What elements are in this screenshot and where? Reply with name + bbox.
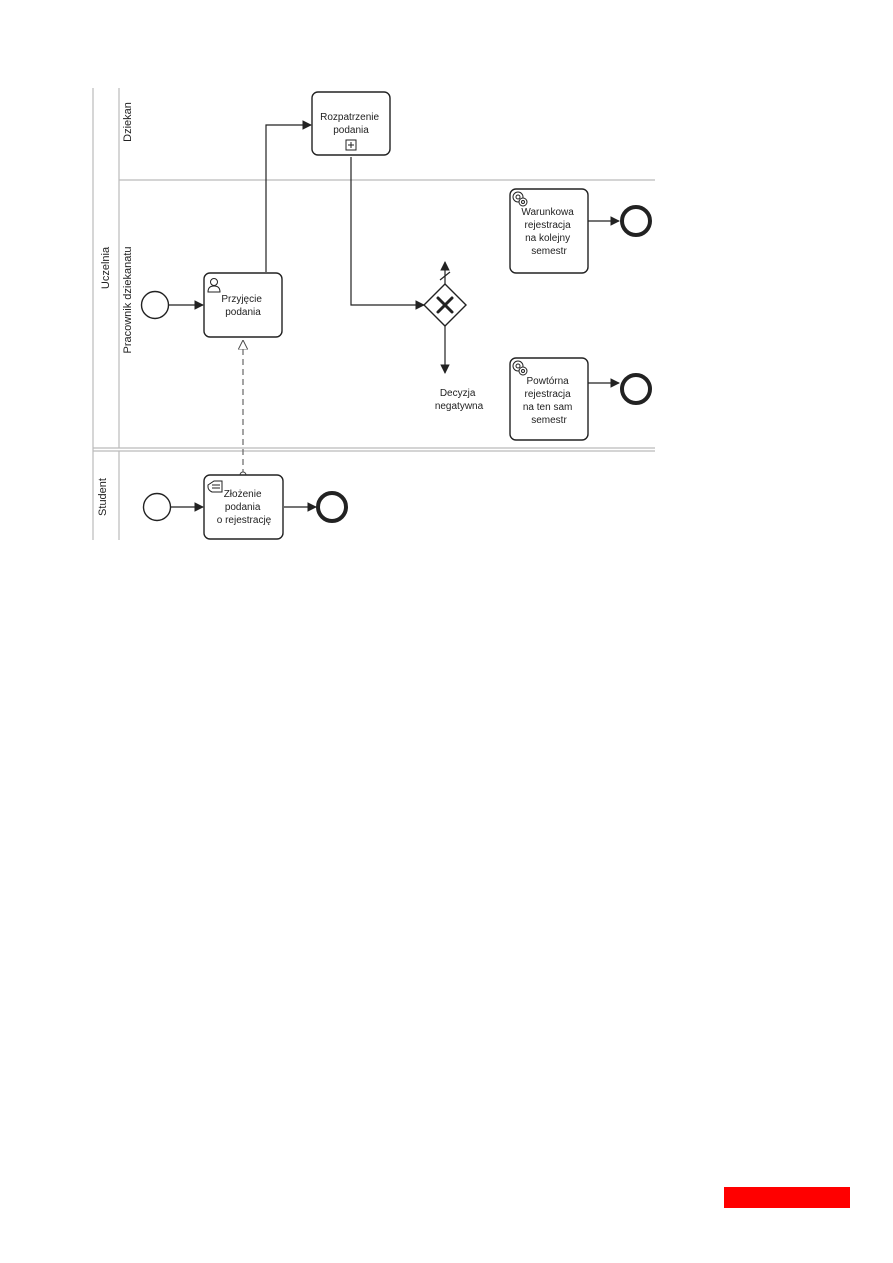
end-event-student[interactable] xyxy=(316,491,348,523)
task-warunkowa-line-4: semestr xyxy=(531,246,567,257)
task-przyjecie-line-1: Przyjęcie xyxy=(221,294,262,305)
plus-box-icon xyxy=(345,139,357,151)
task-powtorna-line-4: semestr xyxy=(531,415,567,426)
exclusive-gateway[interactable] xyxy=(423,283,467,327)
end-event-powtorna[interactable] xyxy=(620,373,652,405)
lane-label-pracownik: Pracownik dziekanatu xyxy=(122,246,134,353)
task-powtorna-line-1: Powtórna xyxy=(526,376,569,387)
gear-icon xyxy=(512,360,528,376)
task-zlozenie-line-1: Złożenie xyxy=(224,489,262,500)
gear-icon xyxy=(512,191,528,207)
user-icon xyxy=(207,278,221,293)
end-event-warunkowa[interactable] xyxy=(620,205,652,237)
sequence-flows xyxy=(169,120,620,512)
task-rozpatrzenie[interactable]: Rozpatrzenie podania xyxy=(311,91,391,156)
task-powtorna-line-3: na ten sam xyxy=(523,402,572,413)
flow-przyjecie-to-rozpatrzenie xyxy=(265,120,312,272)
task-rozpatrzenie-line-2: podania xyxy=(333,125,369,136)
svg-text:Warunkowa rejestracja: Warunkowa rejestracja na kolejny semestr xyxy=(521,207,576,257)
svg-text:Rozpatrzenie podania: Rozpatrzenie podania xyxy=(320,112,382,136)
svg-text:Powtórna rejestracja: Powtórna rejestracja na ten sam semestr xyxy=(523,376,575,426)
task-zlozenie[interactable]: Złożenie podania o rejestrację xyxy=(203,474,284,540)
red-accent-bar xyxy=(724,1187,850,1208)
task-powtorna-line-2: rejestracja xyxy=(525,389,572,400)
message-flow xyxy=(240,341,246,479)
exclusive-x-icon xyxy=(436,296,454,314)
task-warunkowa-line-3: na kolejny xyxy=(525,233,570,244)
svg-text:Decyzja negatywna: Decyzja negatywna xyxy=(435,388,484,412)
start-event-student[interactable] xyxy=(142,492,172,522)
gateway-label-line-1: Decyzja xyxy=(440,388,476,399)
task-zlozenie-line-2: podania xyxy=(225,502,261,513)
task-rozpatrzenie-line-1: Rozpatrzenie xyxy=(320,112,379,123)
default-flow-marker xyxy=(439,271,451,281)
task-powtorna[interactable]: Powtórna rejestracja na ten sam semestr xyxy=(509,357,589,441)
task-zlozenie-line-3: o rejestrację xyxy=(217,515,272,526)
task-warunkowa-line-1: Warunkowa xyxy=(521,207,574,218)
task-warunkowa-line-2: rejestracja xyxy=(525,220,572,231)
pool-frame xyxy=(92,88,655,540)
flow-rozpatrzenie-to-gateway xyxy=(350,157,425,310)
start-event-pracownik[interactable] xyxy=(140,290,170,320)
envelope-hand-icon xyxy=(207,480,223,493)
task-przyjecie[interactable]: Przyjęcie podania xyxy=(203,272,283,338)
lane-label-dziekan: Dziekan xyxy=(122,102,134,142)
lane-label-student: Student xyxy=(97,478,109,516)
task-warunkowa[interactable]: Warunkowa rejestracja na kolejny semestr xyxy=(509,188,589,274)
gateway-label-line-2: negatywna xyxy=(435,401,484,412)
svg-text:Przyjęcie podania: Przyjęcie podania xyxy=(221,294,264,318)
svg-text:Złożenie podania o: Złożenie podania o rejestrację xyxy=(217,489,272,526)
task-przyjecie-line-2: podania xyxy=(225,307,261,318)
pool-label: Uczelnia xyxy=(100,246,112,289)
